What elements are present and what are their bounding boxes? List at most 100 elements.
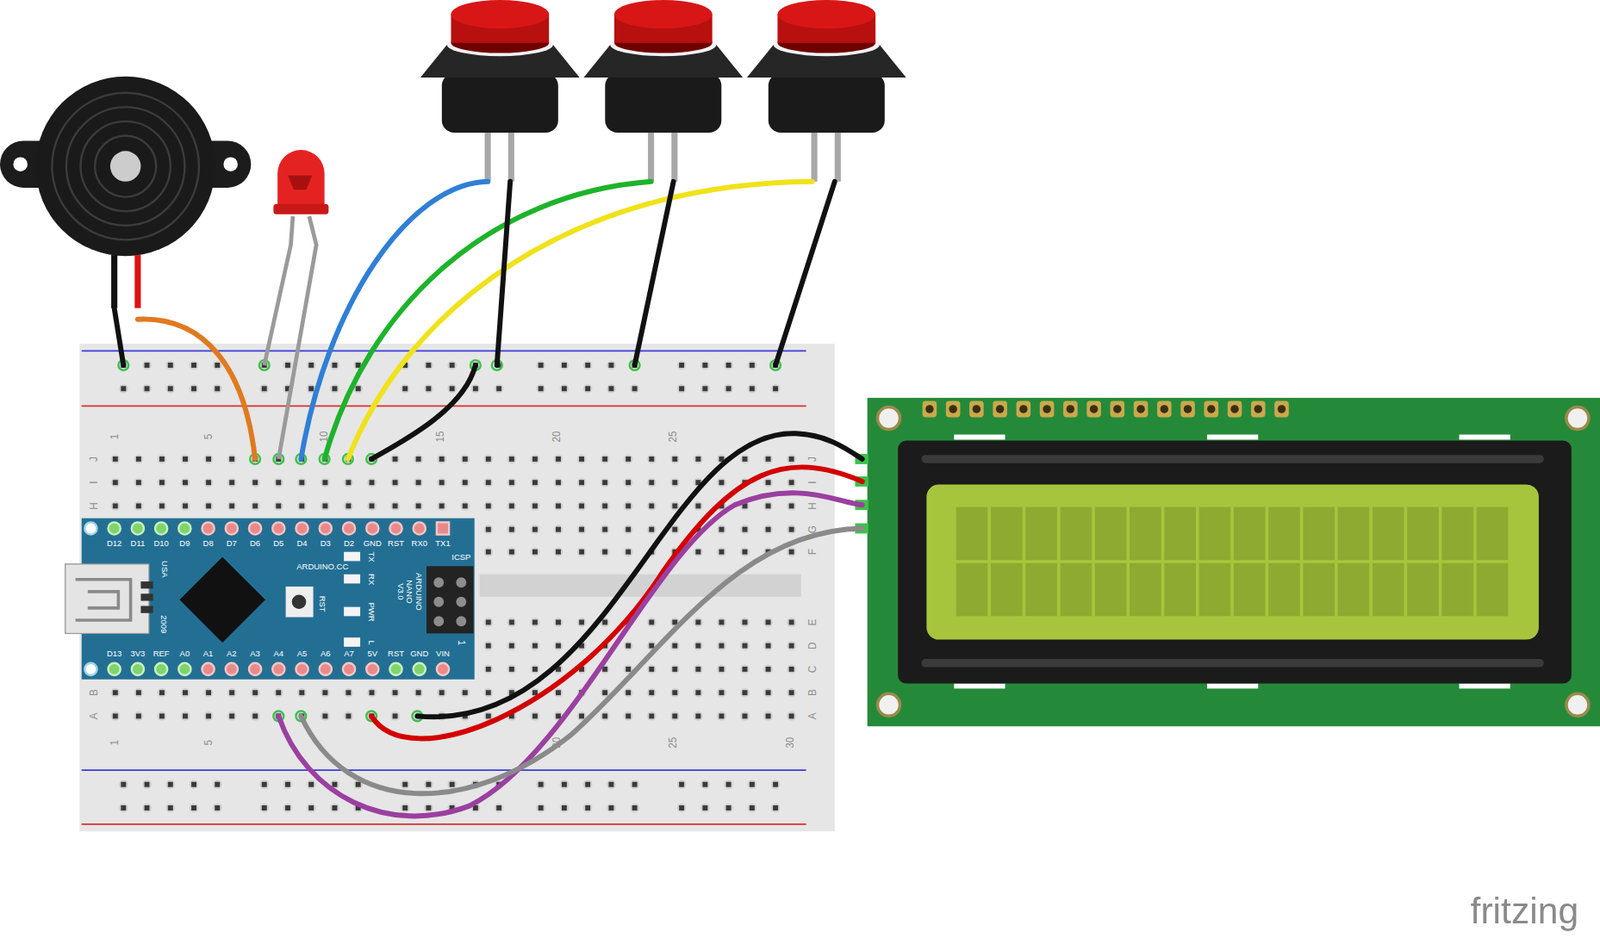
hole bbox=[530, 641, 541, 651]
column-number: 10 bbox=[319, 430, 330, 443]
hole bbox=[647, 524, 657, 535]
hole bbox=[157, 478, 168, 488]
hole bbox=[585, 385, 591, 392]
column-number: 5 bbox=[204, 740, 215, 747]
hole bbox=[600, 454, 611, 465]
hole bbox=[189, 361, 200, 371]
pin-label: TX1 bbox=[435, 539, 450, 548]
hole bbox=[462, 690, 468, 696]
bezel-mark bbox=[953, 683, 1005, 689]
hole bbox=[159, 713, 165, 719]
hole bbox=[561, 362, 567, 368]
hole bbox=[606, 361, 617, 371]
nano-pin bbox=[436, 522, 449, 535]
hole bbox=[261, 782, 268, 788]
hole bbox=[165, 384, 175, 394]
hole bbox=[693, 617, 704, 628]
hole bbox=[157, 688, 168, 698]
hole bbox=[425, 805, 431, 811]
hole bbox=[120, 805, 126, 811]
pin-label: D6 bbox=[249, 539, 261, 548]
hole bbox=[532, 549, 538, 555]
row-letter: J bbox=[808, 456, 819, 462]
hole bbox=[369, 503, 375, 509]
button-leg bbox=[647, 127, 654, 182]
hole bbox=[583, 384, 593, 394]
hole bbox=[632, 805, 638, 811]
hole bbox=[578, 456, 585, 462]
hole bbox=[765, 690, 772, 696]
lcd-cell bbox=[1233, 507, 1266, 561]
status-led bbox=[343, 637, 361, 648]
hole bbox=[648, 619, 654, 625]
hole bbox=[532, 527, 538, 533]
wires bbox=[114, 181, 863, 817]
hole bbox=[182, 713, 188, 719]
hole bbox=[273, 478, 284, 488]
hole bbox=[693, 688, 704, 698]
hole bbox=[449, 782, 455, 788]
hole bbox=[180, 454, 191, 465]
hole bbox=[555, 643, 561, 649]
led-label: TX bbox=[366, 552, 374, 563]
hole bbox=[693, 454, 704, 465]
hole bbox=[578, 713, 585, 719]
hole bbox=[693, 501, 704, 511]
button-leg bbox=[811, 127, 818, 182]
hole bbox=[608, 782, 614, 788]
hole bbox=[702, 385, 708, 392]
hole bbox=[355, 385, 362, 392]
hole bbox=[392, 690, 399, 696]
hole bbox=[693, 665, 704, 675]
hole bbox=[678, 385, 685, 392]
led-label: RX bbox=[366, 573, 374, 586]
nano-pin bbox=[366, 663, 379, 676]
hole bbox=[447, 779, 457, 790]
hole bbox=[535, 803, 546, 814]
hole bbox=[273, 501, 284, 511]
hole bbox=[625, 503, 631, 509]
hole bbox=[555, 503, 561, 509]
hole bbox=[120, 782, 126, 788]
hole bbox=[718, 549, 724, 555]
button-cap bbox=[614, 0, 713, 29]
hole bbox=[259, 779, 269, 790]
nano-pin bbox=[295, 522, 308, 535]
hole bbox=[485, 619, 492, 625]
hole bbox=[647, 688, 657, 698]
buzzer-hole bbox=[12, 156, 28, 172]
nano-pin bbox=[249, 663, 262, 676]
nano-pin bbox=[295, 663, 308, 676]
hole bbox=[227, 454, 237, 465]
bezel-mark bbox=[1207, 435, 1258, 441]
hole bbox=[485, 456, 492, 462]
hole bbox=[507, 547, 517, 557]
wire bbox=[300, 528, 862, 794]
hole bbox=[144, 385, 150, 392]
hole bbox=[763, 524, 773, 535]
hole bbox=[629, 779, 640, 790]
hole bbox=[439, 690, 445, 696]
hole bbox=[789, 456, 795, 462]
buzzer bbox=[0, 76, 251, 309]
lcd-header-pin bbox=[1227, 400, 1243, 418]
hole bbox=[283, 803, 293, 814]
lcd-header-pin bbox=[1180, 400, 1196, 418]
hole bbox=[700, 779, 710, 790]
hole bbox=[726, 782, 732, 788]
hole bbox=[718, 713, 724, 719]
hole bbox=[723, 803, 734, 814]
hole bbox=[535, 384, 546, 394]
lcd-header-pin bbox=[1160, 404, 1169, 413]
hole bbox=[345, 479, 351, 486]
hole bbox=[159, 456, 165, 462]
hole bbox=[473, 385, 479, 392]
nano-pin bbox=[436, 663, 449, 676]
hole bbox=[747, 384, 758, 394]
hole bbox=[623, 524, 634, 535]
row-letter: H bbox=[88, 502, 100, 511]
led-body bbox=[277, 149, 324, 210]
hole bbox=[786, 524, 797, 535]
hole bbox=[647, 617, 657, 628]
hole bbox=[530, 547, 541, 557]
